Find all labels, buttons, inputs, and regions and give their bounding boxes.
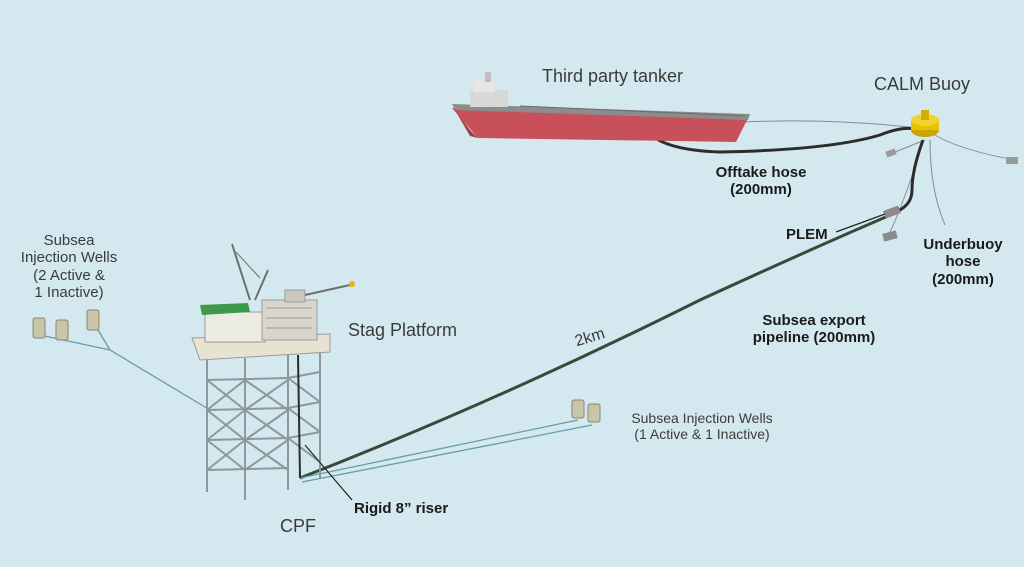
right-wells-line1: Subsea Injection Wells xyxy=(631,410,773,426)
plem-pointer xyxy=(835,213,886,233)
anchor-blocks xyxy=(885,148,1018,164)
left-wells-line1: Subsea xyxy=(43,232,95,249)
export-pipeline-label: Subsea export pipeline (200mm) xyxy=(748,312,880,347)
flowlines-right-wells xyxy=(299,419,593,483)
stag-platform-label: Stag Platform xyxy=(348,320,458,340)
underbuoy-line1: Underbuoy xyxy=(923,236,1003,253)
riser-label: Rigid 8” riser xyxy=(354,500,449,517)
calm-buoy xyxy=(911,110,939,137)
tanker-label: Third party tanker xyxy=(542,66,684,86)
platform-jacket xyxy=(206,344,321,500)
riser-pipe xyxy=(297,354,301,479)
riser-pointer xyxy=(304,444,353,501)
left-wells xyxy=(32,309,100,341)
right-wells xyxy=(571,399,601,423)
plem-structure xyxy=(882,205,901,242)
calm-buoy-label: CALM Buoy xyxy=(874,74,971,94)
left-wells-line4: 1 Inactive) xyxy=(34,283,104,301)
export-line2: pipeline (200mm) xyxy=(752,329,876,347)
tanker-ship xyxy=(452,72,750,142)
platform-topsides xyxy=(191,243,355,361)
underbuoy-hose xyxy=(895,139,925,214)
plem-label: PLEM xyxy=(786,226,828,243)
underbuoy-hose-label: Underbuoy hose (200mm) xyxy=(918,236,1008,288)
underbuoy-line3: (200mm) xyxy=(932,270,994,288)
offtake-hose-label: Offtake hose (200mm) xyxy=(706,164,816,199)
offtake-hose-line2: (200mm) xyxy=(730,181,792,199)
export-pipeline xyxy=(299,212,894,480)
export-line1: Subsea export xyxy=(762,312,866,329)
cpf-label: CPF xyxy=(280,516,316,536)
left-wells-line2: Injection Wells xyxy=(20,249,118,267)
left-wells-line3: (2 Active & xyxy=(33,266,105,284)
offtake-hose xyxy=(638,119,919,154)
right-wells-line2: (1 Active & 1 Inactive) xyxy=(634,426,770,443)
offtake-hose-line1: Offtake hose xyxy=(715,164,807,181)
underbuoy-line2: hose xyxy=(945,253,981,271)
left-wells-label: Subsea Injection Wells (2 Active & 1 Ina… xyxy=(4,232,134,301)
right-wells-label: Subsea Injection Wells (1 Active & 1 Ina… xyxy=(612,410,792,442)
